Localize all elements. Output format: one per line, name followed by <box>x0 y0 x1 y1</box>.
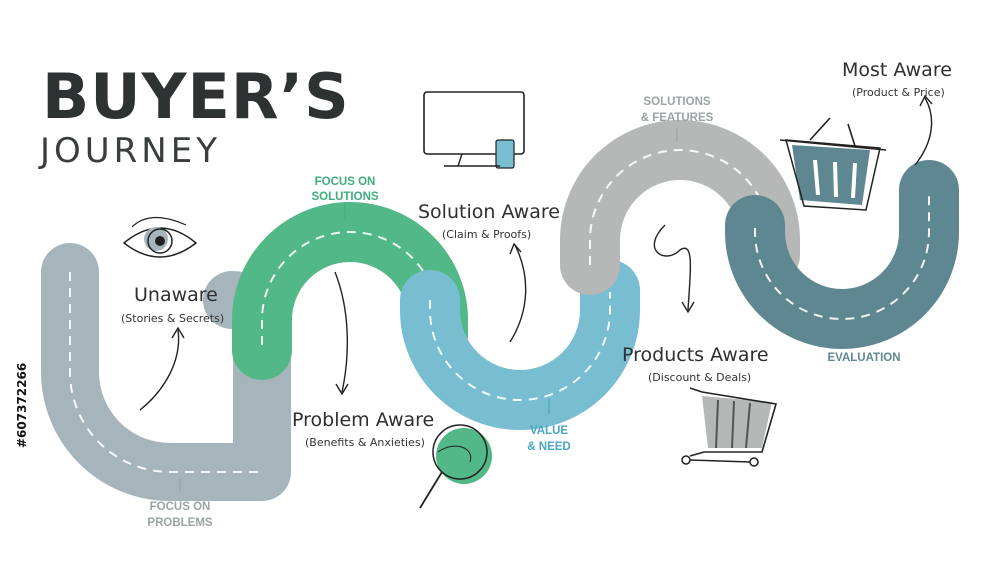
stage-note-problem-aware: (Benefits & Anxieties) <box>305 436 425 449</box>
stage-note-solution-aware: (Claim & Proofs) <box>442 228 531 241</box>
road-segment-solution-aware <box>400 260 640 430</box>
title-sub: JOURNEY <box>38 131 221 171</box>
stage-label-unaware: Unaware (Stories & Secrets) <box>121 284 224 325</box>
magnifier-icon <box>419 424 492 509</box>
caption-pointers <box>179 128 865 492</box>
caption-solutions-features-1: SOLUTIONS <box>643 96 710 108</box>
eye-icon <box>122 216 198 258</box>
caption-focus-solutions-1: FOCUS ON <box>315 176 376 188</box>
caption-value-need-1: VALUE <box>530 425 568 437</box>
stage-name-unaware: Unaware <box>134 284 218 306</box>
caption-value-need-2: & NEED <box>527 441 570 453</box>
caption-focus-problems-2: PROBLEMS <box>147 517 213 529</box>
stage-name-most-aware: Most Aware <box>842 59 952 81</box>
stage-label-problem-aware: Problem Aware (Benefits & Anxieties) <box>292 409 434 449</box>
caption-solutions-features-2: & FEATURES <box>641 112 714 124</box>
caption-focus-solutions-2: SOLUTIONS <box>311 191 378 203</box>
road-segment-most-aware <box>725 160 959 349</box>
monitor-icon <box>423 91 525 169</box>
stage-note-unaware: (Stories & Secrets) <box>121 312 224 325</box>
pointer-arrows <box>139 94 933 411</box>
stage-note-most-aware: (Product & Price) <box>852 86 945 99</box>
side-watermark-id: #607372266 <box>15 363 29 448</box>
title-main: BUYER’S <box>42 60 350 133</box>
stage-name-problem-aware: Problem Aware <box>292 409 434 431</box>
stage-label-solution-aware: Solution Aware (Claim & Proofs) <box>418 201 560 241</box>
cart-icon <box>681 387 778 467</box>
caption-focus-problems-1: FOCUS ON <box>150 501 211 513</box>
stage-label-products-aware: Products Aware (Discount & Deals) <box>622 344 769 384</box>
stage-name-solution-aware: Solution Aware <box>418 201 560 223</box>
caption-evaluation: EVALUATION <box>827 352 900 364</box>
stage-label-most-aware: Most Aware (Product & Price) <box>842 59 952 99</box>
basket-icon <box>779 117 887 211</box>
stage-name-products-aware: Products Aware <box>622 344 769 366</box>
stage-note-products-aware: (Discount & Deals) <box>648 371 751 384</box>
